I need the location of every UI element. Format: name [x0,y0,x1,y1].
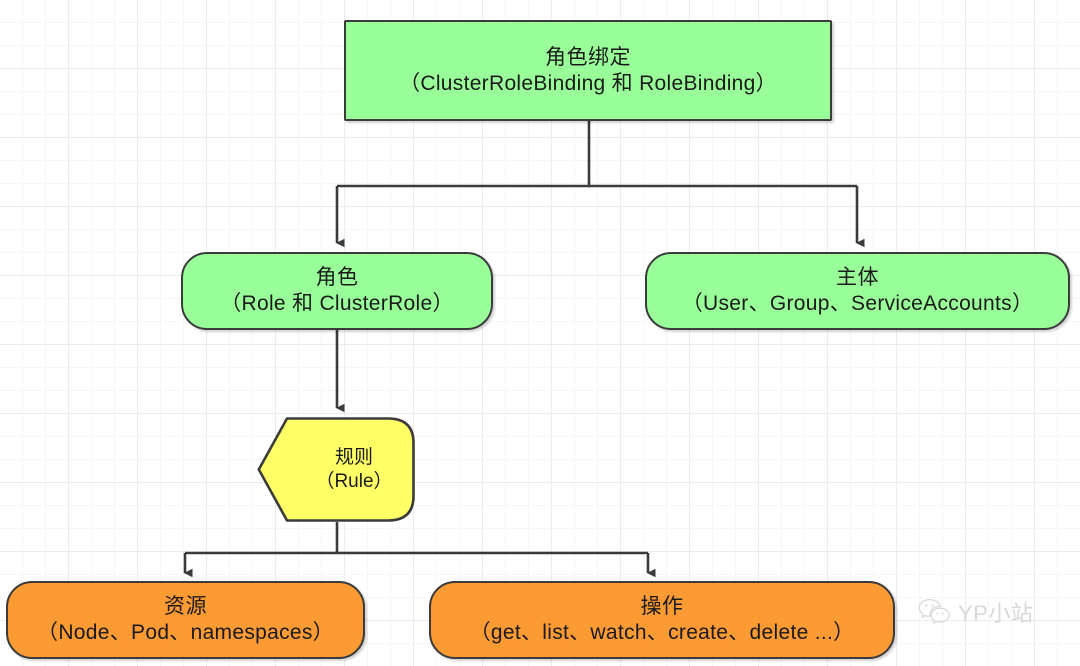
node-subject-line2: （User、Group、ServiceAccounts） [681,292,1034,315]
rule-shape [257,417,415,522]
node-role[interactable]: 角色 （Role 和 ClusterRole） [181,252,493,330]
node-role-binding[interactable]: 角色绑定 （ClusterRoleBinding 和 RoleBinding） [344,20,832,121]
node-rule-label: 规则 （Rule） [293,417,415,522]
node-role-line2: （Role 和 ClusterRole） [220,292,454,315]
edge-rolebinding-split [337,121,857,188]
node-resource-line2: （Node、Pod、namespaces） [37,621,334,644]
node-rule[interactable]: 规则 （Rule） [257,417,415,522]
node-subject-line1: 主体 [836,266,879,290]
node-operation-line2: （get、list、watch、create、delete ...） [469,621,855,644]
node-operation[interactable]: 操作 （get、list、watch、create、delete ...） [429,581,895,659]
edge-rule-split [185,522,648,555]
node-resource[interactable]: 资源 （Node、Pod、namespaces） [6,581,365,659]
node-subject[interactable]: 主体 （User、Group、ServiceAccounts） [645,252,1070,330]
node-role-binding-line2: （ClusterRoleBinding 和 RoleBinding） [399,71,777,95]
node-role-line1: 角色 [315,266,359,290]
node-operation-line1: 操作 [640,595,684,619]
node-rule-line1: 规则 [334,447,373,469]
node-rule-line2: （Rule） [315,470,393,492]
node-role-binding-line1: 角色绑定 [545,45,631,69]
node-resource-line1: 资源 [164,595,207,619]
